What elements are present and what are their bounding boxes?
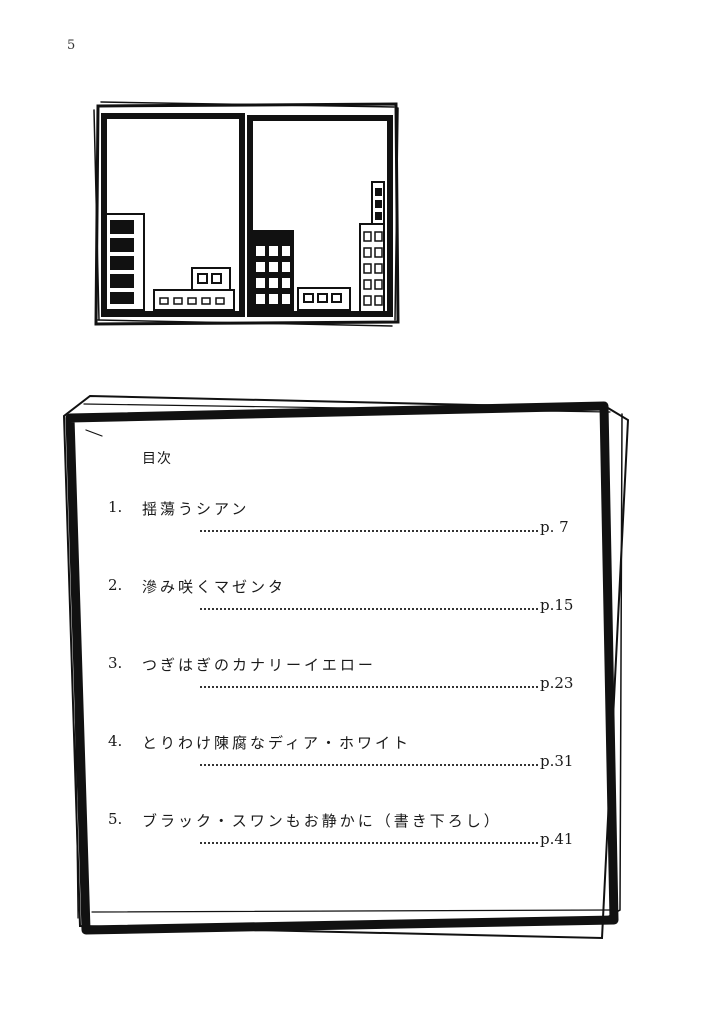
entry-page: p.31 (540, 752, 574, 770)
dot-leader (200, 764, 538, 766)
entry-number: 1. (108, 498, 123, 516)
entry-title: ブラック・スワンもお静かに（書き下ろし） (142, 812, 502, 830)
entry-title: 滲み咲くマゼンタ (142, 578, 287, 596)
entry-number: 2. (108, 576, 123, 594)
toc-entry-2[interactable]: 2. 滲み咲くマゼンタ p.15 (108, 576, 588, 636)
entry-number: 3. (108, 654, 123, 672)
entry-title: つぎはぎのカナリーイエロー (142, 656, 376, 674)
toc-heading: 目次 (142, 451, 172, 467)
toc-entry-1[interactable]: 1. 揺蕩うシアン p. 7 (108, 498, 588, 558)
toc-entry-3[interactable]: 3. つぎはぎのカナリーイエロー p.23 (108, 654, 588, 714)
entry-page: p. 7 (540, 518, 569, 536)
dot-leader (200, 530, 538, 532)
toc-entry-5[interactable]: 5. ブラック・スワンもお静かに（書き下ろし） p.41 (108, 810, 588, 870)
toc-entry-4[interactable]: 4. とりわけ陳腐なディア・ホワイト p.31 (108, 732, 588, 792)
dot-leader (200, 686, 538, 688)
entry-number: 4. (108, 732, 123, 750)
entry-page: p.41 (540, 830, 574, 848)
toc-frame (62, 394, 630, 940)
dot-leader (200, 608, 538, 610)
city-buildings-illustration (93, 101, 400, 327)
entry-page: p.23 (540, 674, 574, 692)
entry-number: 5. (108, 810, 123, 828)
page-number: 5 (67, 38, 76, 53)
dot-leader (200, 842, 538, 844)
entry-title: とりわけ陳腐なディア・ホワイト (142, 734, 411, 752)
entry-title: 揺蕩うシアン (142, 500, 250, 518)
entry-page: p.15 (540, 596, 574, 614)
